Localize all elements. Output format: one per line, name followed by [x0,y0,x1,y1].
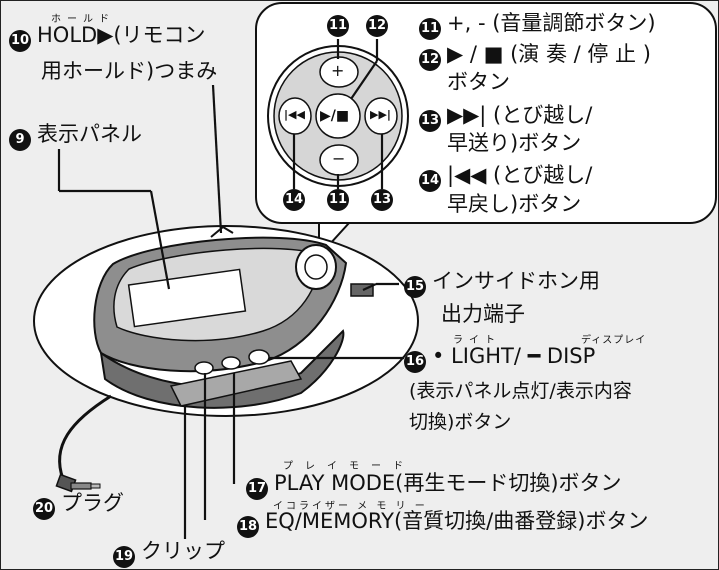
callout-14: 14 [283,189,305,211]
minus-button-glyph[interactable]: − [332,149,346,168]
label-16-line3: 切換)ボタン [409,411,512,433]
eq-memory-button [194,361,214,375]
label-16-line2: (表示パネル点灯/表示内容 [409,380,632,402]
label-18-ruby: イコライザー メ モ リ ー [273,501,428,512]
plug-icon [55,473,101,493]
label-10-ruby: ホールド [51,14,115,25]
play-mode-button [221,356,241,370]
label-16-ruby-b: ディスプレイ [581,335,647,346]
label-14: 14|◀◀ (とび越し/ [419,165,592,192]
leader-lines [57,84,404,539]
callout-11-bottom: 11 [327,189,349,211]
light-disp-button [248,349,270,365]
label-16-ruby-a: ライト [453,335,501,346]
label-17-ruby: プレイモード [283,461,415,472]
next-button-glyph[interactable]: ▶▶| [370,108,391,121]
label-13-line2: 早送り)ボタン [447,131,582,155]
label-13: 13▶▶| (とび越し/ [419,105,592,132]
remote-body [93,225,374,409]
prev-button-glyph[interactable]: |◀◀ [284,108,305,121]
callout-12: 12 [366,15,388,37]
plus-button-glyph[interactable]: + [331,61,345,80]
callout-11-top: 11 [327,15,349,37]
hold-switch [210,225,234,238]
label-16: 16• LIGHT/ ━ DISP [404,346,595,373]
label-14-line2: 早戻し)ボタン [447,192,582,216]
callout-13: 13 [371,189,393,211]
display-panel [127,268,247,328]
play-stop-button-glyph[interactable]: ▶/■ [320,108,350,124]
label-12-line2: ボタン [447,70,510,94]
label-15-line2: 出力端子 [441,302,525,326]
clip [169,360,303,407]
label-12: 12▶ / ■ (演 奏 / 停 止 ) [419,44,651,71]
cable [58,394,112,480]
label-11: 11+, - (音量調節ボタン) [419,13,656,40]
label-10-line2: 用ホールド)つまみ [41,59,218,83]
